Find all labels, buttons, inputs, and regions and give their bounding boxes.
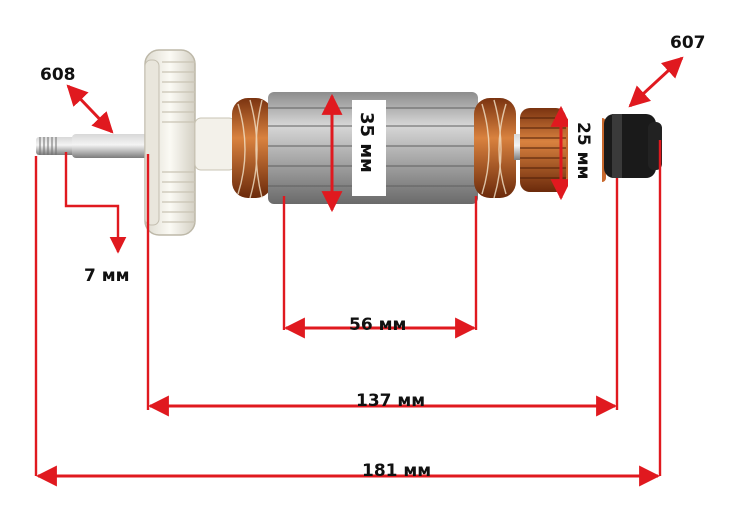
shaft-front xyxy=(72,134,150,158)
rear-bearing xyxy=(604,114,662,178)
dimension-lines xyxy=(34,56,684,487)
leader-7mm xyxy=(64,152,127,254)
label-35mm: 35 мм xyxy=(356,112,377,173)
label-7mm: 7 мм xyxy=(84,266,130,286)
label-56mm: 56 мм xyxy=(349,315,406,335)
label-25mm: 25 мм xyxy=(573,122,593,179)
label-181mm: 181 мм xyxy=(362,461,431,481)
leader-607 xyxy=(628,56,684,108)
thread-grooves xyxy=(39,137,57,155)
leader-608 xyxy=(66,84,114,134)
label-bg-35 xyxy=(352,100,386,196)
label-bg-25 xyxy=(568,112,602,194)
labels: 608 607 7 мм 35 мм 25 мм 56 мм 137 мм 18… xyxy=(40,33,706,481)
label-137mm: 137 мм xyxy=(356,391,425,411)
label-608: 608 xyxy=(40,65,76,85)
label-607: 607 xyxy=(670,33,706,53)
fan xyxy=(144,49,236,236)
